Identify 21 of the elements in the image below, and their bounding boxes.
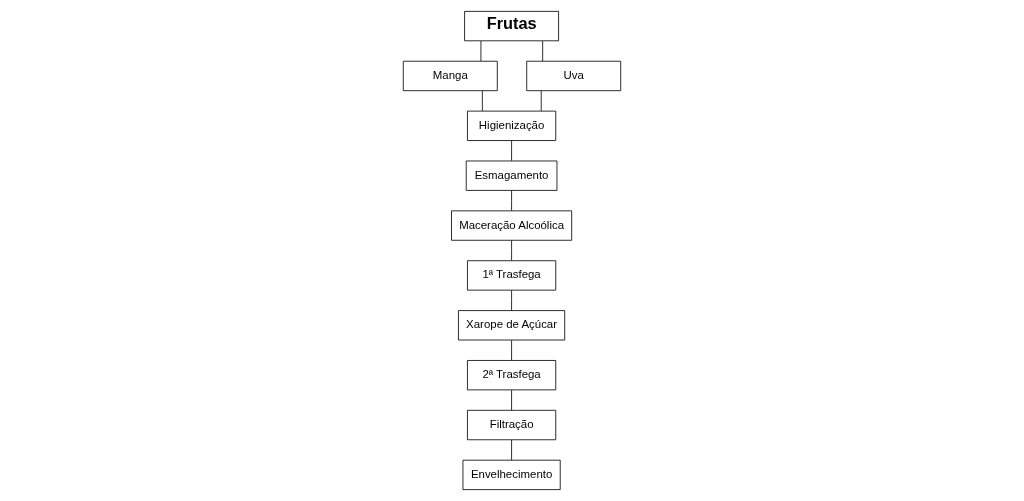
node-box: Frutas [464,10,559,42]
connector [481,90,483,112]
connector [511,339,512,361]
connector [511,389,512,411]
node-box: 2ª Trasfega [467,360,557,391]
node-box: Xarope de Açúcar [458,310,566,341]
connector [540,90,542,112]
connector [511,289,512,311]
node-box: Manga [402,60,498,92]
node-box: Maceração Alcoólica [451,210,573,241]
connector [511,140,512,162]
connector [542,40,544,62]
connector [511,240,512,261]
node-box: Envelhecimento [462,459,561,491]
node-box: 1ª Trasfega [467,260,557,291]
connector [511,439,512,461]
node-box: Uva [526,60,622,92]
node-box: Filtração [467,409,557,441]
node-box: Higienização [467,110,557,141]
node-box: Esmagamento [465,160,558,191]
connector [511,190,512,211]
